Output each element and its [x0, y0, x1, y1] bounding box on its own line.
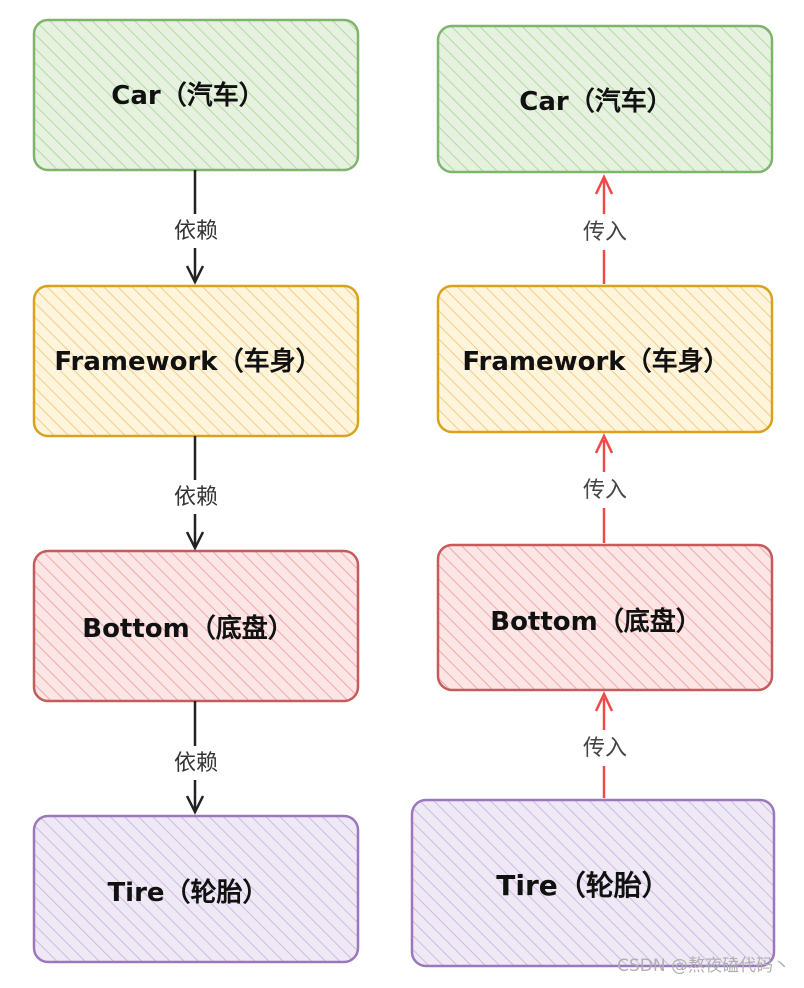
left-edge-2-label: 依赖 [174, 485, 218, 510]
left-box-car-label: Car（汽车） [111, 80, 264, 111]
right-edge-3: 传入 [572, 691, 636, 798]
left-box-tire: Tire（轮胎） [32, 814, 360, 964]
right-edge-3-label: 传入 [583, 736, 627, 761]
right-column: Car（汽车） Framework（车身） Bottom（底盘） Tire（轮胎… [410, 24, 776, 968]
right-edge-2-label: 传入 [583, 478, 627, 503]
left-edge-1-arrowhead [185, 265, 205, 285]
left-box-tire-label: Tire（轮胎） [107, 877, 268, 908]
right-box-bottom-label: Bottom（底盘） [490, 606, 702, 637]
left-edge-3-label: 依赖 [174, 751, 218, 776]
left-box-bottom-label: Bottom（底盘） [82, 613, 294, 644]
left-edge-1: 依赖 [164, 170, 228, 285]
left-edge-3: 依赖 [164, 701, 228, 815]
right-edge-2-arrowhead [594, 433, 614, 454]
right-box-tire: Tire（轮胎） [410, 798, 776, 968]
left-box-framework-label: Framework（车身） [54, 346, 321, 377]
right-edge-1: 传入 [572, 174, 636, 284]
left-edge-1-label: 依赖 [174, 219, 218, 244]
right-edge-3-arrowhead [594, 691, 614, 712]
right-box-framework: Framework（车身） [436, 284, 774, 434]
right-box-car-label: Car（汽车） [519, 86, 672, 117]
right-box-bottom: Bottom（底盘） [436, 543, 774, 692]
left-box-car: Car（汽车） [32, 18, 360, 172]
right-edge-1-arrowhead [594, 174, 614, 195]
right-edge-2: 传入 [572, 433, 636, 543]
left-box-framework: Framework（车身） [32, 284, 360, 438]
left-edge-2-arrowhead [185, 531, 205, 551]
left-edge-3-arrowhead [185, 795, 205, 815]
watermark: CSDN @熬夜磕代码丶 [617, 956, 790, 976]
right-box-tire-label: Tire（轮胎） [496, 869, 670, 902]
right-edge-1-label: 传入 [583, 220, 627, 245]
left-edge-2: 依赖 [164, 436, 228, 551]
right-box-car: Car（汽车） [436, 24, 774, 174]
right-box-framework-label: Framework（车身） [462, 346, 729, 377]
left-column: Car（汽车） Framework（车身） Bottom（底盘） Tire（轮胎… [32, 18, 360, 964]
left-box-bottom: Bottom（底盘） [32, 549, 360, 703]
